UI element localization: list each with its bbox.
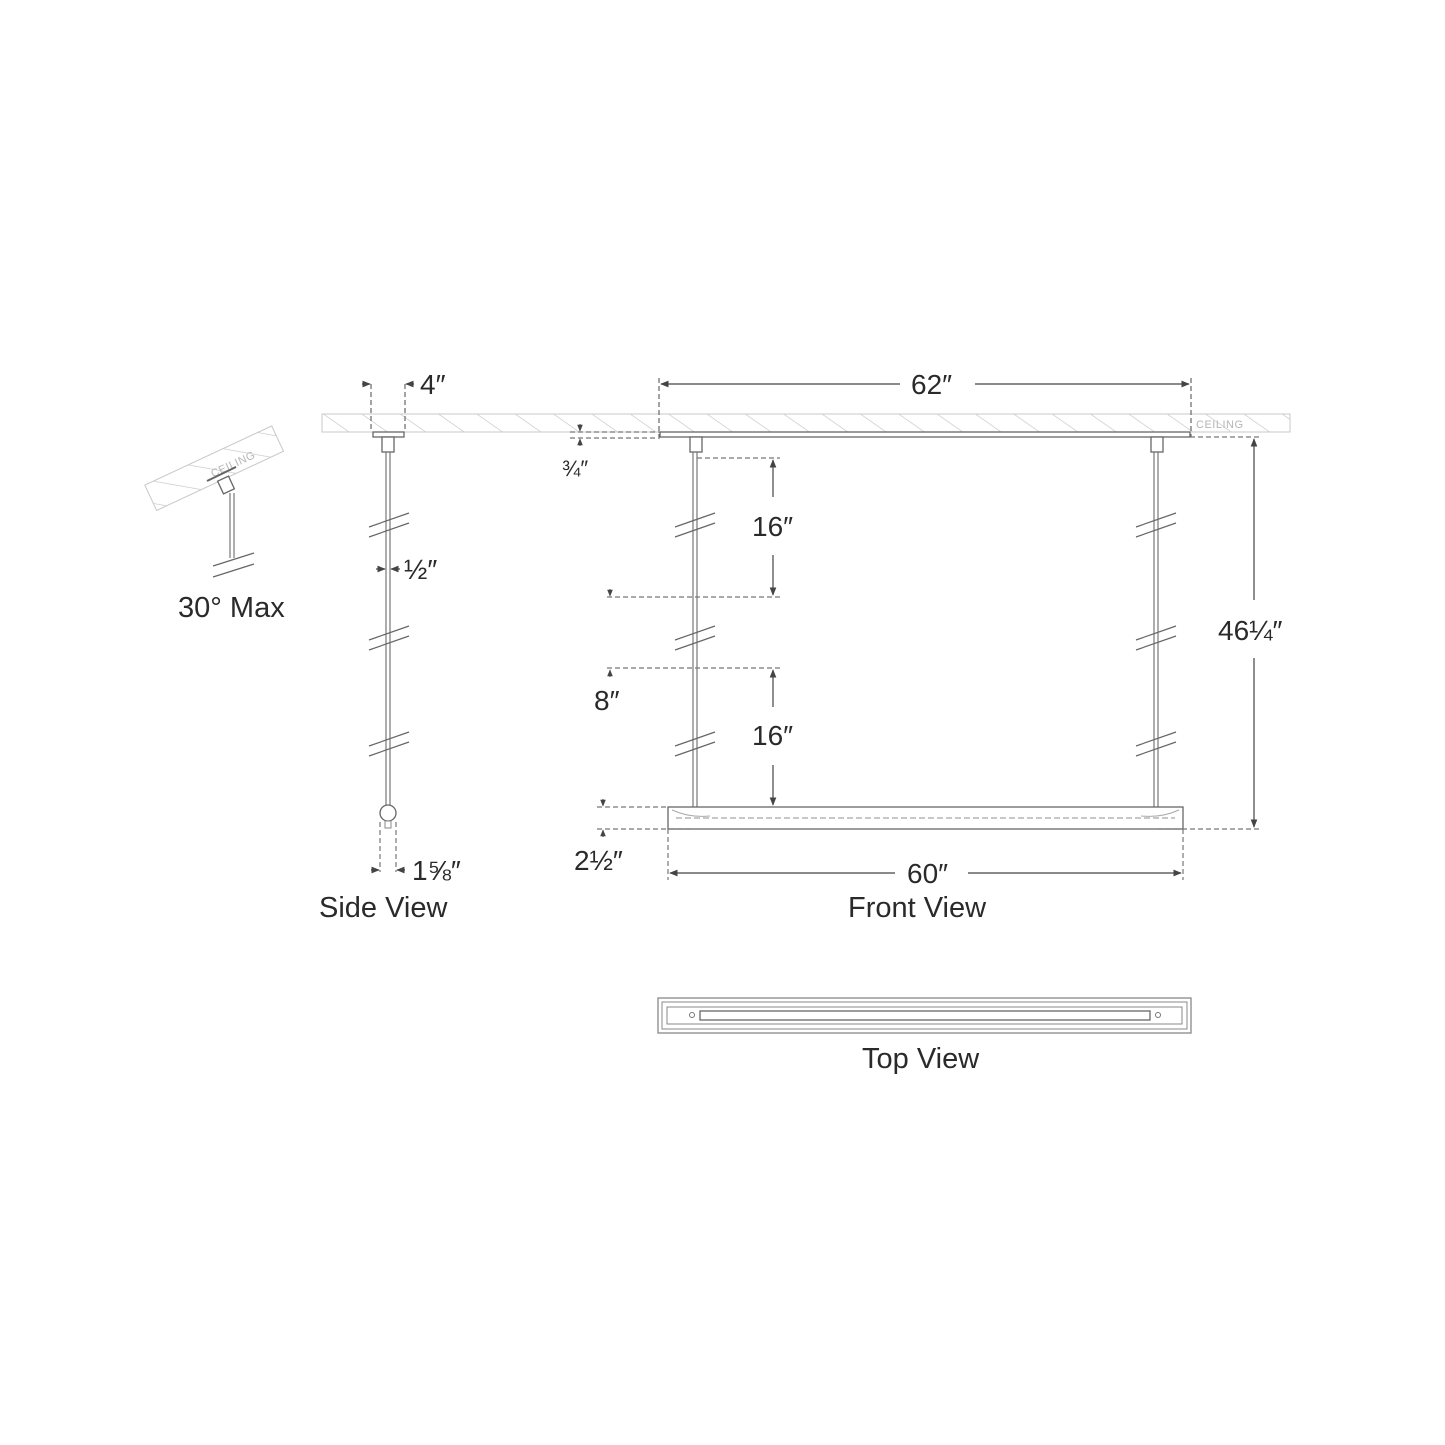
ceiling-bar: CEILING xyxy=(321,413,1291,433)
top-view-caption: Top View xyxy=(862,1043,980,1075)
mount-hole-icon xyxy=(689,1012,695,1018)
front-view-caption: Front View xyxy=(848,892,987,924)
fixture-length-dim: 60″ xyxy=(907,858,948,889)
canopy-height-dim: ¾″ xyxy=(562,456,588,481)
suspension-rods xyxy=(692,452,1159,828)
break-mark-icon xyxy=(212,552,255,567)
rod-diameter-dim: ½″ xyxy=(404,554,437,585)
break-mark-icon xyxy=(674,512,1177,757)
fixture-profile-icon xyxy=(379,804,397,822)
front-view: 62″ ¾″ 16″ xyxy=(562,369,1282,924)
side-view: 4″ ½″ 1⅝″ Side View xyxy=(319,369,461,924)
top-view: Top View xyxy=(657,997,1192,1075)
canopy-length-dim: 62″ xyxy=(911,369,952,400)
rod-segment-bottom-dim: 16″ xyxy=(752,720,793,751)
fixture-height-dim: 2½″ xyxy=(574,845,623,876)
rod-segment-short-dim: 8″ xyxy=(594,685,620,716)
angled-canopy-icon xyxy=(206,466,237,495)
side-canopy-width-dim: 4″ xyxy=(420,369,446,400)
top-view-slot xyxy=(699,1010,1151,1021)
angle-view: CEILING 30° Max xyxy=(144,425,285,624)
front-canopy xyxy=(659,431,1191,438)
ceiling-label-front: CEILING xyxy=(1196,419,1244,431)
overall-height-dim: 46¼″ xyxy=(1218,615,1282,646)
side-canopy-icon xyxy=(372,431,405,438)
rod-segment-top-dim: 16″ xyxy=(752,511,793,542)
angle-caption: 30° Max xyxy=(178,592,285,624)
fixture-depth-dim: 1⅝″ xyxy=(412,855,461,886)
fixture-body xyxy=(667,806,1184,830)
mount-hole-icon xyxy=(1155,1012,1161,1018)
break-mark-icon xyxy=(368,512,410,757)
side-view-caption: Side View xyxy=(319,892,448,924)
